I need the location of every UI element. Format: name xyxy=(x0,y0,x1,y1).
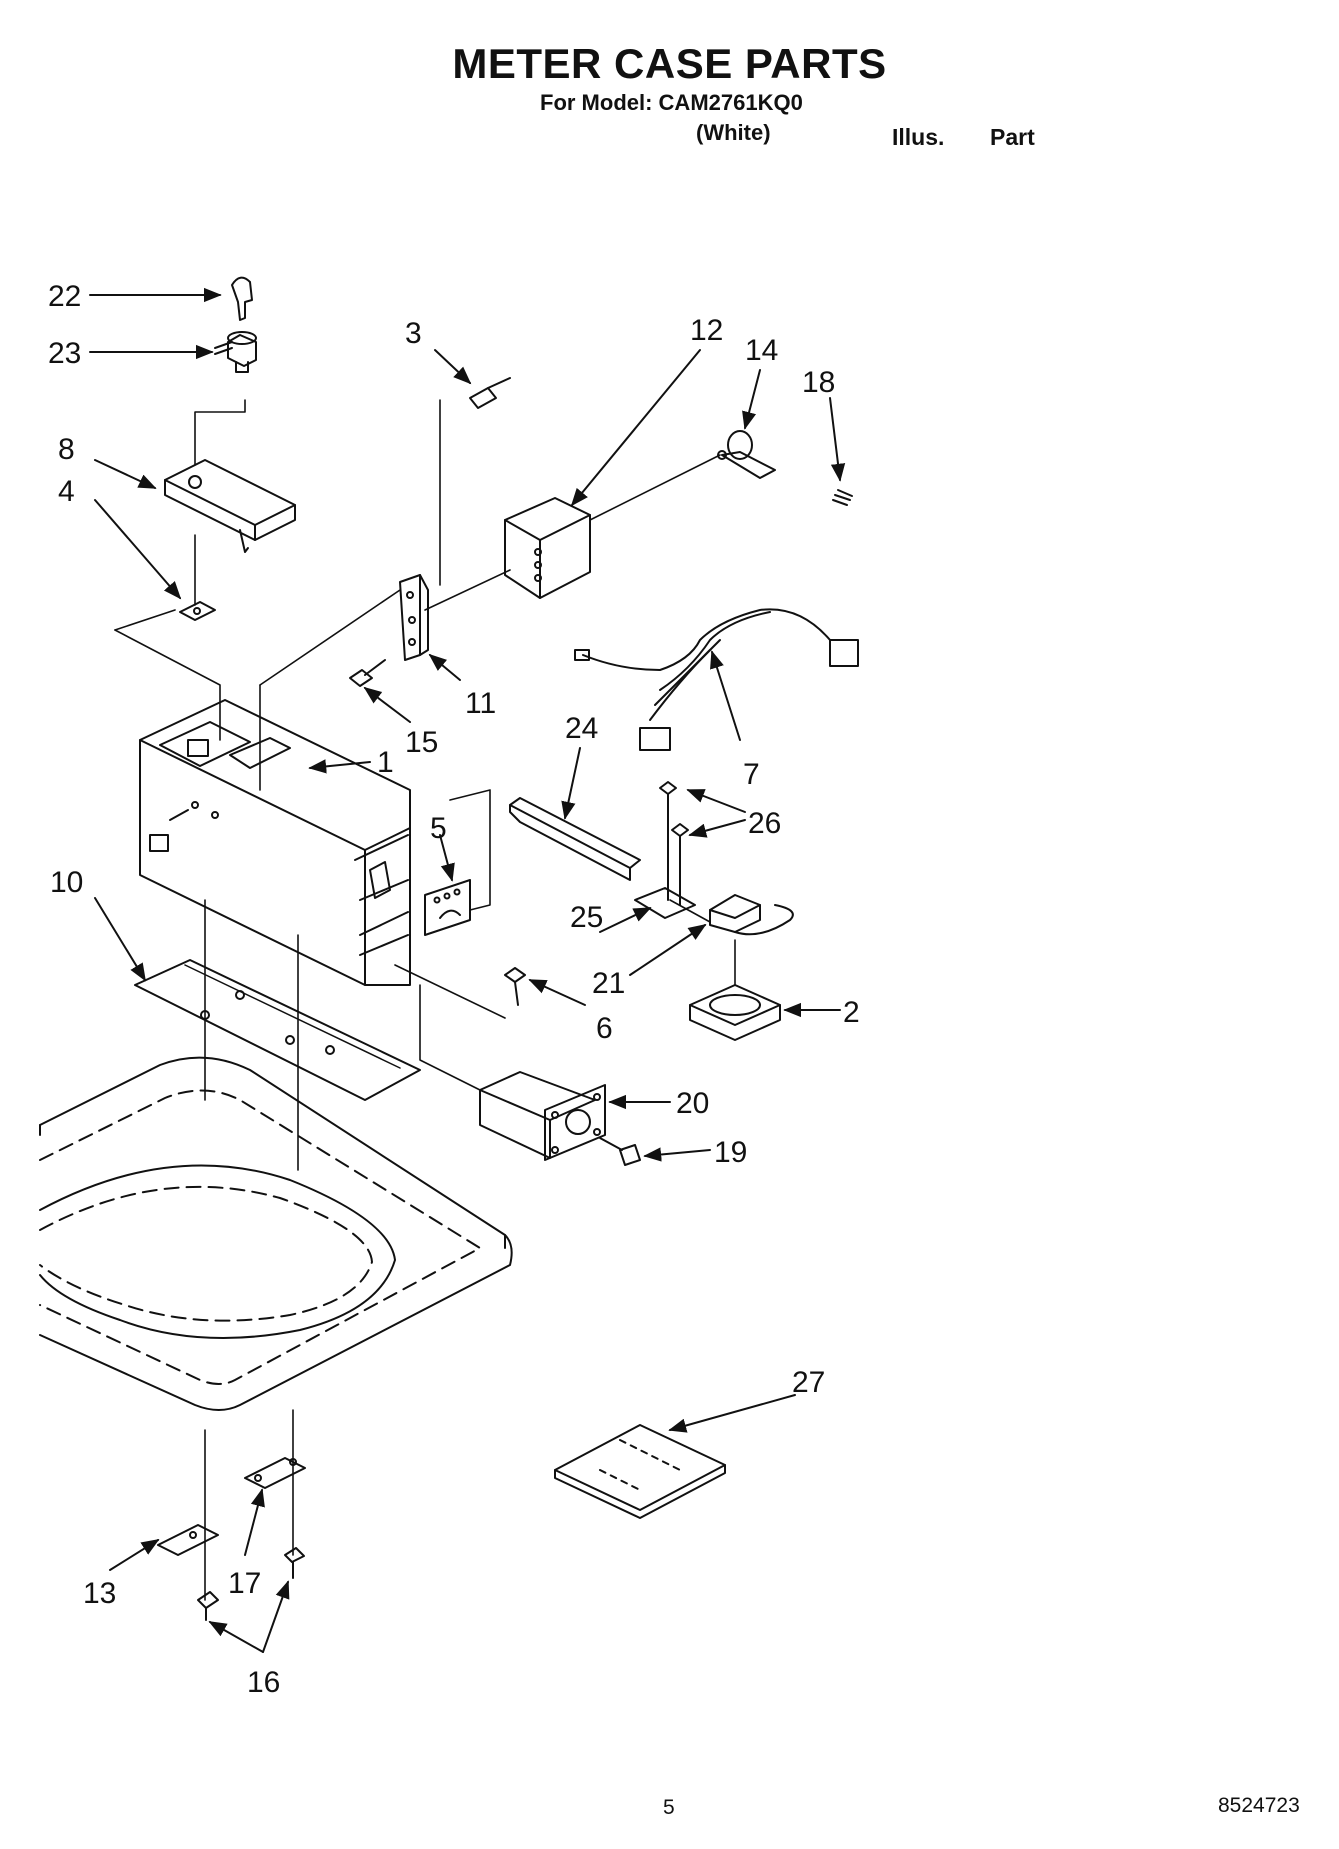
callout-5: 5 xyxy=(430,812,447,845)
part-5-terminal-plate xyxy=(424,879,471,936)
part-11-bracket xyxy=(399,574,429,661)
column-header-part: Part xyxy=(990,124,1035,150)
part-26-screws xyxy=(659,781,689,906)
callout-2: 2 xyxy=(843,996,860,1029)
callout-12: 12 xyxy=(690,314,723,347)
callout-20: 20 xyxy=(676,1087,709,1120)
callout-4: 4 xyxy=(58,475,75,508)
callout-25: 25 xyxy=(570,901,603,934)
part-1-meter-case xyxy=(139,699,411,986)
leader-arrows xyxy=(89,287,846,1653)
part-20-lock-housing xyxy=(479,1071,606,1161)
callout-18: 18 xyxy=(802,366,835,399)
part-10-gasket xyxy=(134,959,421,1101)
callout-14: 14 xyxy=(745,334,778,367)
model-number: For Model: CAM2761KQ0 xyxy=(540,90,803,115)
part-4-clip xyxy=(179,601,216,621)
part-2-coin-tray xyxy=(689,984,781,1041)
part-23-lock xyxy=(214,331,257,373)
part-25-plate xyxy=(634,887,696,919)
part-15-screw xyxy=(349,659,386,687)
callout-6: 6 xyxy=(596,1012,613,1045)
part-22-key xyxy=(231,276,253,321)
part-6-screw xyxy=(504,967,526,1006)
callout-10: 10 xyxy=(50,866,83,899)
callout-labels: 22 23 8 4 3 12 14 18 11 15 1 7 24 26 5 1… xyxy=(48,280,860,1699)
callout-24: 24 xyxy=(565,712,598,745)
page-title: METER CASE PARTS xyxy=(452,40,887,87)
callout-13: 13 xyxy=(83,1577,116,1610)
callout-8: 8 xyxy=(58,433,75,466)
callout-22: 22 xyxy=(48,280,81,313)
callout-3: 3 xyxy=(405,317,422,350)
part-17-clip xyxy=(244,1457,306,1489)
part-3-screw xyxy=(469,377,511,409)
part-18-screw xyxy=(832,489,853,506)
part-13-clip xyxy=(157,1524,219,1556)
part-21-coin-slide xyxy=(709,894,794,936)
part-12-module xyxy=(504,497,591,599)
part-14-switch xyxy=(717,430,776,479)
callout-11: 11 xyxy=(465,687,496,720)
callout-26: 26 xyxy=(748,807,781,840)
callout-23: 23 xyxy=(48,337,81,370)
cabinet-top-outline xyxy=(39,1056,513,1411)
document-number: 8524723 xyxy=(1218,1794,1300,1817)
callout-1: 1 xyxy=(377,746,394,779)
callout-21: 21 xyxy=(592,967,625,1000)
model-color: (White) xyxy=(696,120,771,145)
callout-7: 7 xyxy=(743,758,760,791)
part-7-wire-harness xyxy=(574,608,859,751)
column-header-illus: Illus. xyxy=(892,124,945,150)
part-27-instructions xyxy=(554,1424,726,1519)
callout-16: 16 xyxy=(247,1666,280,1699)
part-24-strip xyxy=(509,797,641,881)
page-number: 5 xyxy=(663,1796,675,1819)
part-8-cover xyxy=(164,459,296,553)
callout-15: 15 xyxy=(405,726,438,759)
callout-17: 17 xyxy=(228,1567,261,1600)
callout-19: 19 xyxy=(714,1136,747,1169)
part-19-key xyxy=(599,1137,641,1166)
assembly-lines xyxy=(114,399,736,1601)
callout-27: 27 xyxy=(792,1366,825,1399)
